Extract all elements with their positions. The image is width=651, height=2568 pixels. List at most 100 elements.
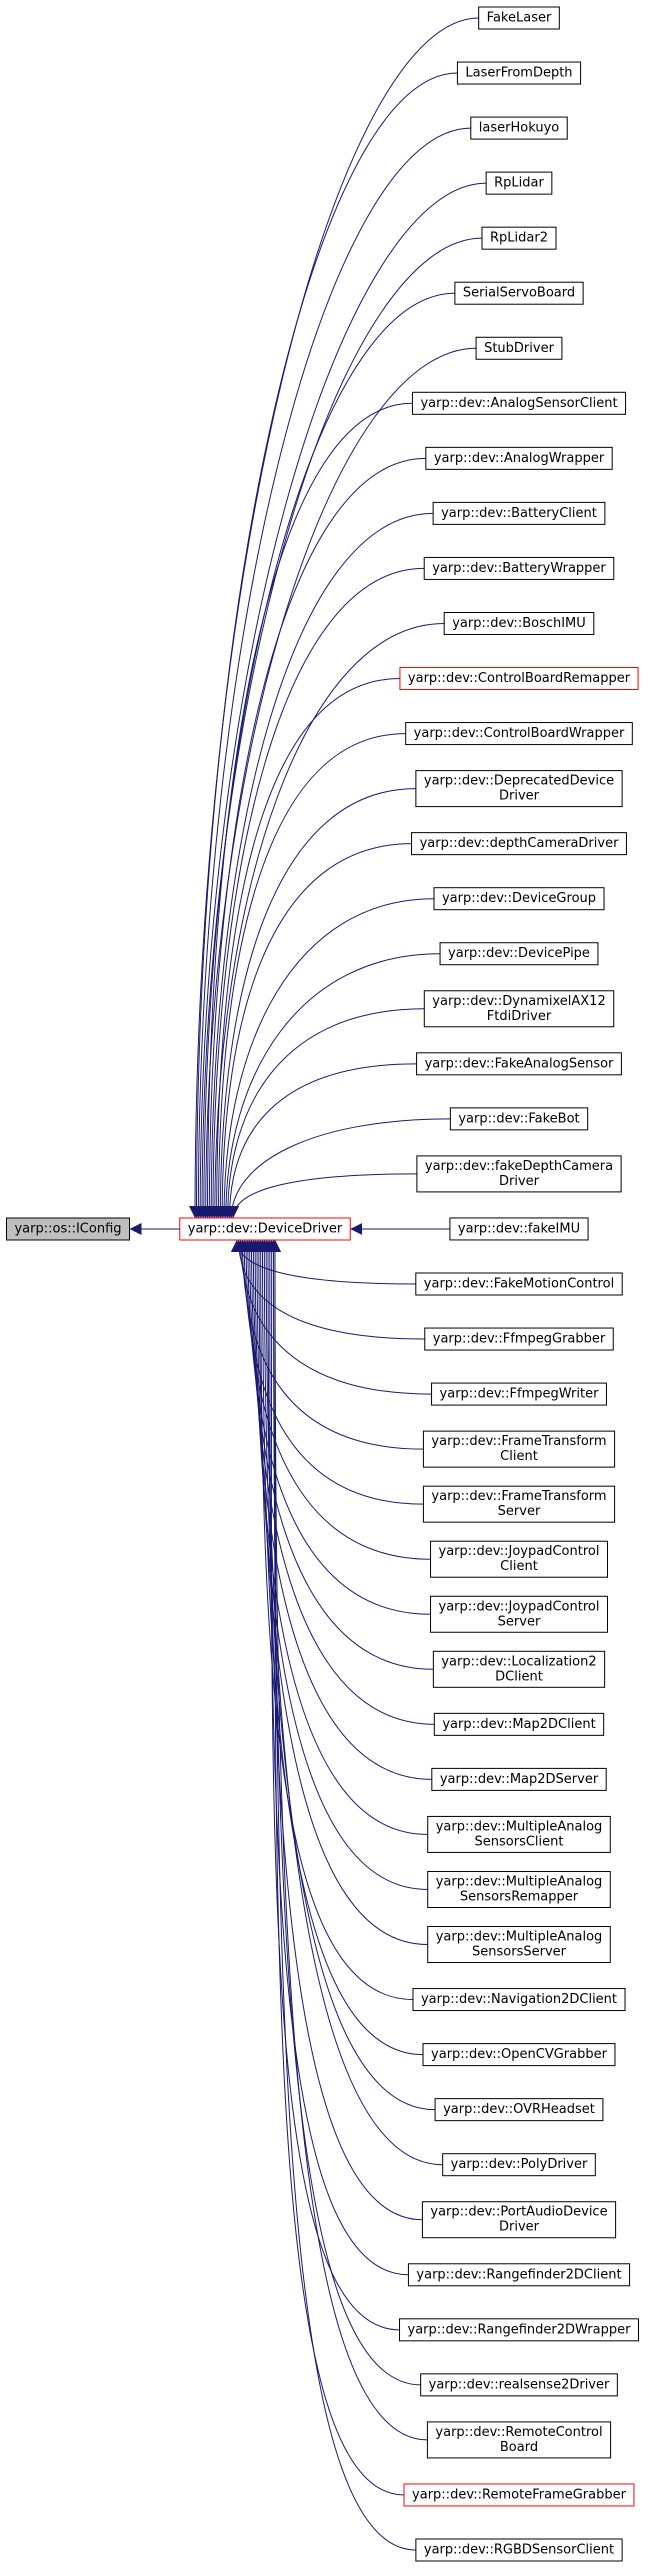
node-child[interactable]: yarp::dev::DeviceGroup (433, 887, 605, 911)
node-child-label: yarp::dev::fakeDepthCamera (425, 1159, 613, 1174)
node-child-box (424, 1327, 614, 1351)
node-child-label: Driver (499, 789, 540, 804)
node-child[interactable]: yarp::dev::Rangefinder2DWrapper (399, 2318, 639, 2342)
node-child[interactable]: yarp::dev::FfmpegWriter (431, 1382, 607, 1406)
edge-child-to-center (208, 622, 445, 1219)
node-child-label: yarp::dev::JoypadControl (439, 1599, 600, 1614)
edges-layer (129, 17, 487, 2551)
edge-child-to-center (263, 1239, 409, 2276)
node-child-label: Driver (499, 1174, 540, 1189)
edge-child-to-center (210, 678, 400, 1219)
edge-child-to-center (256, 1239, 424, 2056)
node-child-label: yarp::dev::DynamixelAX12 (432, 994, 605, 1009)
node-child-box (399, 667, 639, 691)
node-child-label: DClient (495, 1669, 543, 1684)
node-child-box (427, 1926, 611, 1964)
node-child-label: yarp::dev::FakeAnalogSensor (425, 1056, 614, 1071)
node-child-label: StubDriver (484, 341, 554, 356)
node-child[interactable]: yarp::dev::Map2DServer (431, 1767, 607, 1791)
node-child-label: Client (500, 1449, 538, 1464)
node-child-label: SerialServoBoard (463, 286, 575, 301)
edge-child-to-center (190, 72, 458, 1219)
node-child-box (433, 887, 605, 911)
node-center-box (179, 1217, 351, 1241)
node-child[interactable]: RpLidar2 (481, 226, 557, 250)
node-child-box (416, 1052, 622, 1076)
node-child[interactable]: yarp::dev::FfmpegGrabber (424, 1327, 614, 1351)
node-child[interactable]: yarp::dev::DevicePipe (439, 942, 599, 966)
node-child[interactable]: yarp::dev::FakeBot (449, 1107, 589, 1131)
node-child[interactable]: yarp::dev::Navigation2DClient (412, 1988, 626, 2012)
node-child-box (426, 2421, 612, 2459)
node-child[interactable]: LaserFromDepth (456, 61, 582, 85)
node-child-box (420, 2373, 618, 2397)
node-child-label: yarp::dev::DeprecatedDevice (424, 774, 614, 789)
node-child-box (403, 2483, 635, 2507)
node-child-box (421, 2201, 617, 2239)
node-child[interactable]: yarp::dev::FakeMotionControl (415, 1272, 623, 1296)
node-child[interactable]: FakeLaser (478, 6, 560, 30)
node-child-label: laserHokuyo (479, 121, 559, 136)
node-child-label: yarp::dev::MultipleAnalog (436, 1874, 603, 1889)
node-child[interactable]: yarp::dev::ControlBoardWrapper (405, 722, 633, 746)
node-child-box (449, 1107, 589, 1131)
node-child[interactable]: StubDriver (475, 336, 563, 360)
node-child-label: SensorsServer (472, 1945, 567, 1960)
node-child-box (433, 1712, 605, 1736)
edge-child-to-center (245, 1239, 435, 1725)
node-child[interactable]: yarp::dev::AnalogSensorClient (411, 391, 627, 415)
node-center-label: yarp::dev::DeviceDriver (188, 1222, 343, 1237)
node-child[interactable]: SerialServoBoard (454, 281, 584, 305)
node-child[interactable]: yarp::dev::AnalogWrapper (425, 446, 613, 470)
node-center[interactable]: yarp::dev::DeviceDriver (179, 1217, 351, 1241)
node-child-box (423, 556, 615, 580)
node-child-box (442, 2153, 596, 2177)
node-child[interactable]: yarp::dev::OpenCVGrabber (422, 2043, 616, 2067)
node-child[interactable]: yarp::dev::OVRHeadset (434, 2098, 604, 2122)
node-child[interactable]: yarp::dev::realsense2Driver (420, 2373, 618, 2397)
node-child-box (407, 2263, 631, 2287)
node-child-label: yarp::dev::FfmpegGrabber (433, 1332, 606, 1347)
edge-child-to-center (216, 843, 412, 1219)
node-root[interactable]: yarp::os::IConfig (5, 1217, 131, 1241)
node-child-label: yarp::dev::depthCameraDriver (420, 836, 620, 851)
node-child[interactable]: yarp::dev::ControlBoardRemapper (399, 667, 639, 691)
node-child[interactable]: yarp::dev::Map2DClient (433, 1712, 605, 1736)
node-child[interactable]: yarp::dev::depthCameraDriver (411, 832, 627, 856)
node-child-box (439, 942, 599, 966)
node-child[interactable]: yarp::dev::FakeAnalogSensor (416, 1052, 622, 1076)
node-child-label: yarp::dev::Rangefinder2DClient (416, 2267, 621, 2282)
edge-child-to-center (262, 1239, 423, 2221)
node-child-box (422, 1430, 616, 1468)
node-child[interactable]: RpLidar (485, 171, 553, 195)
node-child-label: FakeLaser (487, 11, 552, 26)
node-child-box (422, 2043, 616, 2067)
node-child[interactable]: yarp::dev::BoschIMU (443, 611, 595, 635)
edge-child-to-center (189, 17, 479, 1219)
edge-child-to-center (230, 1239, 416, 1285)
edge-child-to-center (247, 1239, 432, 1780)
node-child[interactable]: yarp::dev::PolyDriver (442, 2153, 596, 2177)
node-child-label: yarp::dev::Localization2 (441, 1654, 596, 1669)
node-child[interactable]: yarp::dev::BatteryWrapper (423, 556, 615, 580)
node-child[interactable]: laserHokuyo (470, 116, 568, 140)
node-child[interactable]: yarp::dev::RGBDSensorClient (415, 2538, 623, 2562)
node-child[interactable]: yarp::dev::fakeIMU (449, 1217, 589, 1241)
node-child[interactable]: yarp::dev::BatteryClient (432, 501, 606, 525)
node-child[interactable]: yarp::dev::Rangefinder2DClient (407, 2263, 631, 2287)
node-child-label: yarp::dev::MultipleAnalog (436, 1819, 603, 1834)
node-child[interactable]: yarp::dev::RemoteFrameGrabber (403, 2483, 635, 2507)
